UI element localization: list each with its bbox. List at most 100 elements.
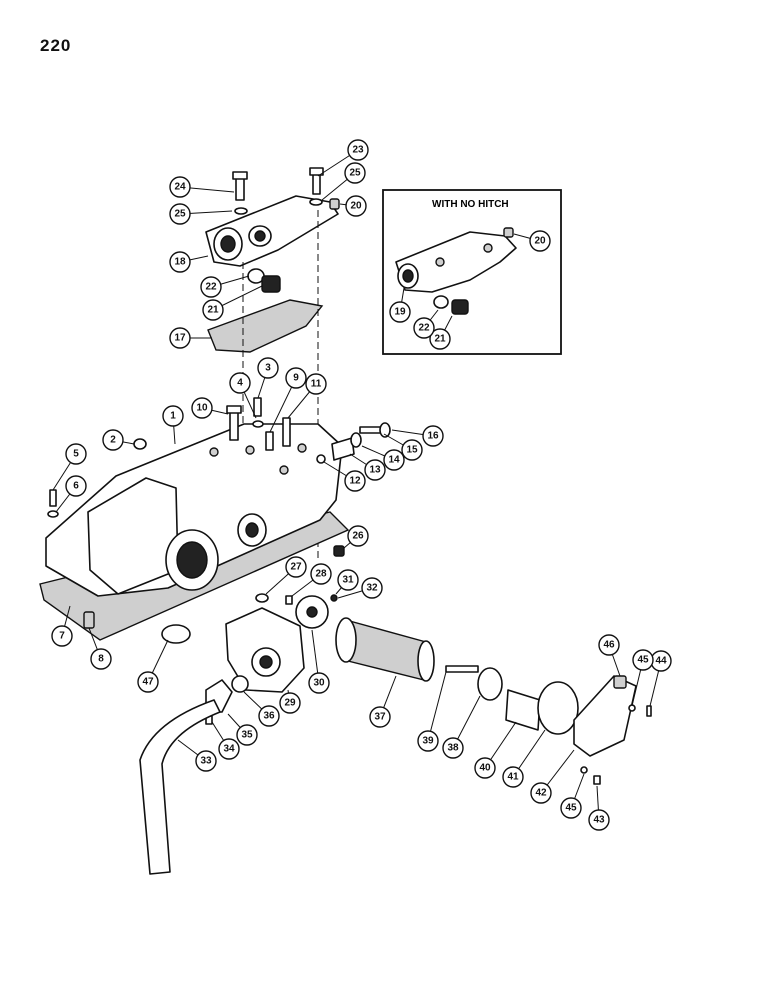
cover-42	[573, 675, 637, 757]
leader-line-39	[427, 671, 447, 742]
plug-20	[329, 198, 340, 210]
callout-8: 8	[90, 648, 112, 670]
callout-circle	[347, 139, 369, 161]
bolt-24	[235, 177, 245, 201]
callout-15: 15	[401, 439, 423, 461]
callout-label: 44	[655, 656, 667, 667]
callout-label: 22	[418, 323, 430, 334]
callout-label: 35	[241, 730, 253, 741]
callout-circle	[285, 556, 307, 578]
callout-5: 5	[65, 443, 87, 465]
callout-18: 18	[169, 251, 191, 273]
callout-label: 25	[174, 209, 186, 220]
callout-label: 4	[237, 378, 243, 389]
callouts: 1234567891011121314151617181920202121222…	[51, 139, 672, 831]
callout-26: 26	[347, 525, 369, 547]
bolt-23	[312, 173, 321, 195]
suction-tube-33	[139, 699, 221, 875]
plug-2	[133, 438, 147, 450]
callout-label: 28	[315, 569, 327, 580]
callout-label: 43	[593, 815, 605, 826]
callout-label: 2	[110, 435, 116, 446]
callout-3: 3	[257, 357, 279, 379]
callout-circle	[632, 649, 654, 671]
pump-assembly	[139, 593, 338, 875]
callout-label: 20	[350, 201, 362, 212]
callout-circle	[169, 203, 191, 225]
pump-port-hole	[259, 655, 273, 669]
housing-hole	[245, 445, 255, 455]
filter-end	[335, 617, 357, 663]
callout-20: 20	[345, 195, 367, 217]
inset-bolt-hole	[435, 257, 445, 267]
washer-4	[252, 420, 264, 428]
housing-hole	[279, 465, 289, 475]
callout-47: 47	[137, 671, 159, 693]
spring-40	[505, 689, 541, 731]
plunger-head-16	[379, 422, 391, 438]
callout-circle	[529, 230, 551, 252]
nut-31	[330, 594, 338, 602]
callout-circle	[337, 569, 359, 591]
callout-circle	[236, 724, 258, 746]
callout-6: 6	[65, 475, 87, 497]
callout-22: 22	[200, 276, 222, 298]
callout-12: 12	[344, 470, 366, 492]
gear-hub	[306, 606, 318, 618]
callout-circle	[137, 671, 159, 693]
callout-36: 36	[258, 705, 280, 727]
callout-circle	[191, 397, 213, 419]
callout-circle	[389, 301, 411, 323]
housing-small-parts	[47, 397, 391, 644]
callout-label: 34	[223, 744, 235, 755]
callout-circle	[474, 757, 496, 779]
callout-circle	[401, 439, 423, 461]
callout-41: 41	[502, 766, 524, 788]
callout-23: 23	[347, 139, 369, 161]
inset-with-no-hitch: WITH NO HITCH	[382, 189, 562, 355]
callout-39: 39	[417, 730, 439, 752]
valve-cover-port-hole	[220, 235, 236, 253]
ball-12	[316, 454, 326, 464]
callout-circle	[279, 692, 301, 714]
callout-label: 42	[535, 788, 547, 799]
housing-hole	[209, 447, 219, 457]
callout-label: 16	[427, 431, 439, 442]
housing-hole	[297, 443, 307, 453]
callout-label: 11	[311, 379, 322, 390]
callout-circle	[218, 738, 240, 760]
inset-bolt-hole	[483, 243, 493, 253]
callout-43: 43	[588, 809, 610, 831]
washer-25	[309, 198, 323, 206]
callout-label: 14	[388, 455, 400, 466]
callout-circle	[90, 648, 112, 670]
callout-24: 24	[169, 176, 191, 198]
callout-22: 22	[413, 317, 435, 339]
retainer-38	[477, 667, 503, 701]
callout-label: 1	[170, 411, 176, 422]
callout-label: 22	[205, 282, 217, 293]
callout-label: 32	[366, 583, 378, 594]
washer-6	[47, 510, 59, 518]
callout-circle	[308, 672, 330, 694]
dowel-8	[83, 611, 95, 629]
callout-circle	[442, 737, 464, 759]
callout-31: 31	[337, 569, 359, 591]
callout-circle	[65, 475, 87, 497]
callout-circle	[257, 357, 279, 379]
callout-10: 10	[191, 397, 213, 419]
callout-circle	[200, 276, 222, 298]
callout-17: 17	[169, 327, 191, 349]
callout-21: 21	[429, 328, 451, 350]
callout-20: 20	[529, 230, 551, 252]
callout-label: 29	[284, 698, 296, 709]
gasket-17	[207, 299, 324, 353]
callout-label: 7	[59, 631, 65, 642]
callout-circle	[588, 809, 610, 831]
inset-title: WITH NO HITCH	[432, 199, 509, 210]
callout-label: 24	[174, 182, 186, 193]
callout-label: 15	[406, 445, 418, 456]
washer-14	[350, 432, 362, 448]
callout-29: 29	[279, 692, 301, 714]
callout-circle	[229, 372, 251, 394]
